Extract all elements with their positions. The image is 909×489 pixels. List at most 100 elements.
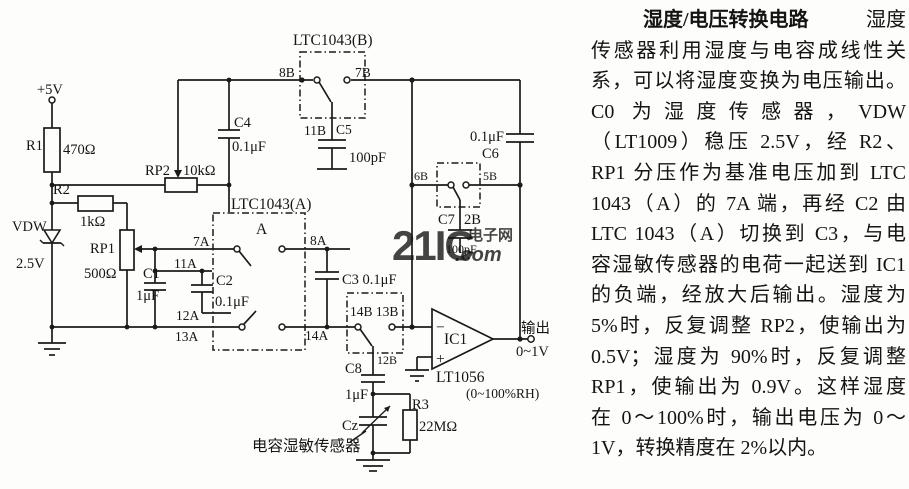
article-line: （LT1009）稳压 2.5V，经 R2、	[591, 131, 906, 154]
resistor-r2	[52, 195, 128, 230]
label-pin-13a: 13A	[175, 329, 199, 344]
resistor-r1	[43, 127, 61, 173]
label-pin-6b: 6B	[414, 169, 428, 183]
label-c3: C3 0.1μF	[342, 272, 397, 288]
label-vcc: +5V	[37, 82, 63, 98]
zener-vdw	[39, 229, 65, 247]
label-c8-value: 1μF	[345, 387, 368, 403]
label-ltc1043a: LTC1043(A)	[231, 196, 311, 213]
label-pin-5b: 5B	[483, 169, 497, 183]
label-rp1-value: 500Ω	[84, 266, 117, 282]
label-c2-value: 0.1μF	[215, 294, 249, 310]
watermark-com: .com	[455, 244, 502, 266]
label-vdw: VDW	[12, 219, 47, 235]
label-c8: C8	[345, 361, 362, 377]
label-pin-12a: 12A	[176, 308, 200, 323]
capacitor-c7	[448, 229, 472, 253]
article-title-tail: 湿度	[866, 9, 906, 31]
label-ltc1043b: LTC1043(B)	[293, 32, 373, 49]
output-terminal	[527, 335, 535, 343]
wires	[49, 77, 523, 456]
watermark-21ic: 21IC 电子网 .com	[392, 222, 513, 269]
capacitor-c1	[144, 249, 166, 327]
article-line: RP1，使输出为 0.9V。这样湿度	[591, 376, 906, 399]
potentiometer-rp2	[164, 170, 229, 193]
label-ic1-model: LT1056	[436, 369, 485, 386]
label-c6-value: 0.1μF	[470, 129, 504, 145]
label-minus-input: −	[436, 319, 445, 336]
capacitor-c6	[506, 133, 534, 143]
label-a-section: A	[256, 221, 268, 238]
label-c5-value: 100pF	[349, 150, 386, 166]
opamp-ic1	[405, 307, 528, 382]
label-pin-8b: 8B	[279, 65, 295, 80]
ground-left	[38, 327, 66, 356]
label-pin-12b: 12B	[377, 353, 397, 367]
label-c1: C1	[143, 266, 160, 282]
article-title-line: 湿度/电压转换电路 湿度	[591, 5, 906, 36]
label-pin-7b: 7B	[355, 65, 371, 80]
label-r2-value: 1kΩ	[80, 214, 106, 230]
label-c4: C4	[234, 115, 252, 131]
label-vdw-value: 2.5V	[16, 256, 45, 272]
label-c5: C5	[336, 122, 352, 137]
switch-14b-13b	[346, 292, 404, 375]
label-rp2: RP2	[145, 163, 170, 179]
capacitor-c2	[191, 271, 213, 313]
label-r1-value: 470Ω	[63, 142, 96, 158]
label-r3-value: 22MΩ	[419, 419, 457, 435]
switch-6b-5b	[436, 162, 481, 230]
label-pin-7a: 7A	[193, 234, 210, 249]
ground-sensor	[356, 453, 390, 472]
label-cz: Cz	[342, 418, 359, 434]
label-output-value: 0~1V	[516, 344, 549, 360]
ltc1043a-switch	[212, 212, 306, 351]
label-pins-14b-13b: 14B 13B	[350, 304, 398, 319]
circuit-schematic: +5V R1 470Ω R2 1kΩ VDW 2.5V RP1 500Ω RP2…	[12, 32, 550, 472]
ltc1043b-switch	[299, 51, 366, 140]
article-line: LTC 1043（A）切换到 C3，与电	[591, 223, 906, 246]
capacitor-c3	[315, 249, 339, 327]
label-pin-2b: 2B	[464, 212, 481, 228]
label-c2: C2	[216, 273, 233, 289]
article-title: 湿度/电压转换电路	[643, 9, 809, 31]
labels: +5V R1 470Ω R2 1kΩ VDW 2.5V RP1 500Ω RP2…	[12, 32, 550, 455]
article-line: 1V，转换精度在 2%以内。	[591, 437, 828, 460]
article-line: C0 为湿度传感器，VDW	[591, 100, 906, 123]
article-line: 的负端，经放大后输出。湿度为	[591, 284, 906, 307]
article-line: 在 0～100%时，输出电压为 0～	[591, 406, 906, 429]
capacitor-c5	[317, 139, 347, 170]
label-rp1: RP1	[90, 241, 115, 257]
capacitor-c8	[361, 374, 385, 417]
article-line: 0.5V；湿度为 90%时，反复调整	[591, 345, 906, 368]
label-ic1: IC1	[444, 331, 467, 348]
label-sensor-name: 电容湿敏传感器	[252, 437, 361, 455]
label-pin-8a: 8A	[310, 233, 327, 248]
resistor-r3	[373, 393, 418, 454]
label-r2: R2	[53, 182, 70, 198]
article-line: RP1 分压作为基准电压加到 LTC	[591, 161, 906, 184]
humidity-sensor-capacitor	[349, 405, 391, 453]
label-c7: C7	[438, 212, 455, 228]
article-line: 系，可以将湿度变换为电压输出。	[591, 70, 906, 93]
label-plus-input: +	[436, 351, 445, 368]
article-line: 5%时，反复调整 RP2，使输出为	[591, 314, 906, 337]
article-line: 1043（A）的 7A 端，再经 C2 由	[591, 192, 906, 215]
label-pin-11a: 11A	[174, 256, 197, 271]
label-ic1-range: (0~100%RH)	[466, 386, 539, 401]
label-pin-14a: 14A	[305, 328, 329, 343]
watermark-cn: 电子网	[468, 226, 513, 244]
capacitor-c4	[218, 80, 240, 212]
article-line: 传感器利用湿度与电容成线性关	[591, 39, 906, 62]
label-c7-value: 100pF	[446, 242, 477, 256]
label-c6: C6	[482, 146, 499, 162]
supply-terminal	[48, 96, 56, 104]
potentiometer-rp1	[119, 229, 142, 327]
description-text: 湿度/电压转换电路 湿度 传感器利用湿度与电容成线性关 系，可以将湿度变换为电压…	[591, 5, 906, 464]
article-line: 容湿敏传感器的电荷一起送到 IC1	[591, 253, 906, 276]
label-c4-value: 0.1μF	[232, 139, 266, 155]
label-rp2-value: 10kΩ	[183, 163, 216, 179]
label-r1: R1	[26, 138, 43, 154]
label-pin-11b: 11B	[304, 123, 326, 138]
label-r3: R3	[412, 397, 429, 413]
